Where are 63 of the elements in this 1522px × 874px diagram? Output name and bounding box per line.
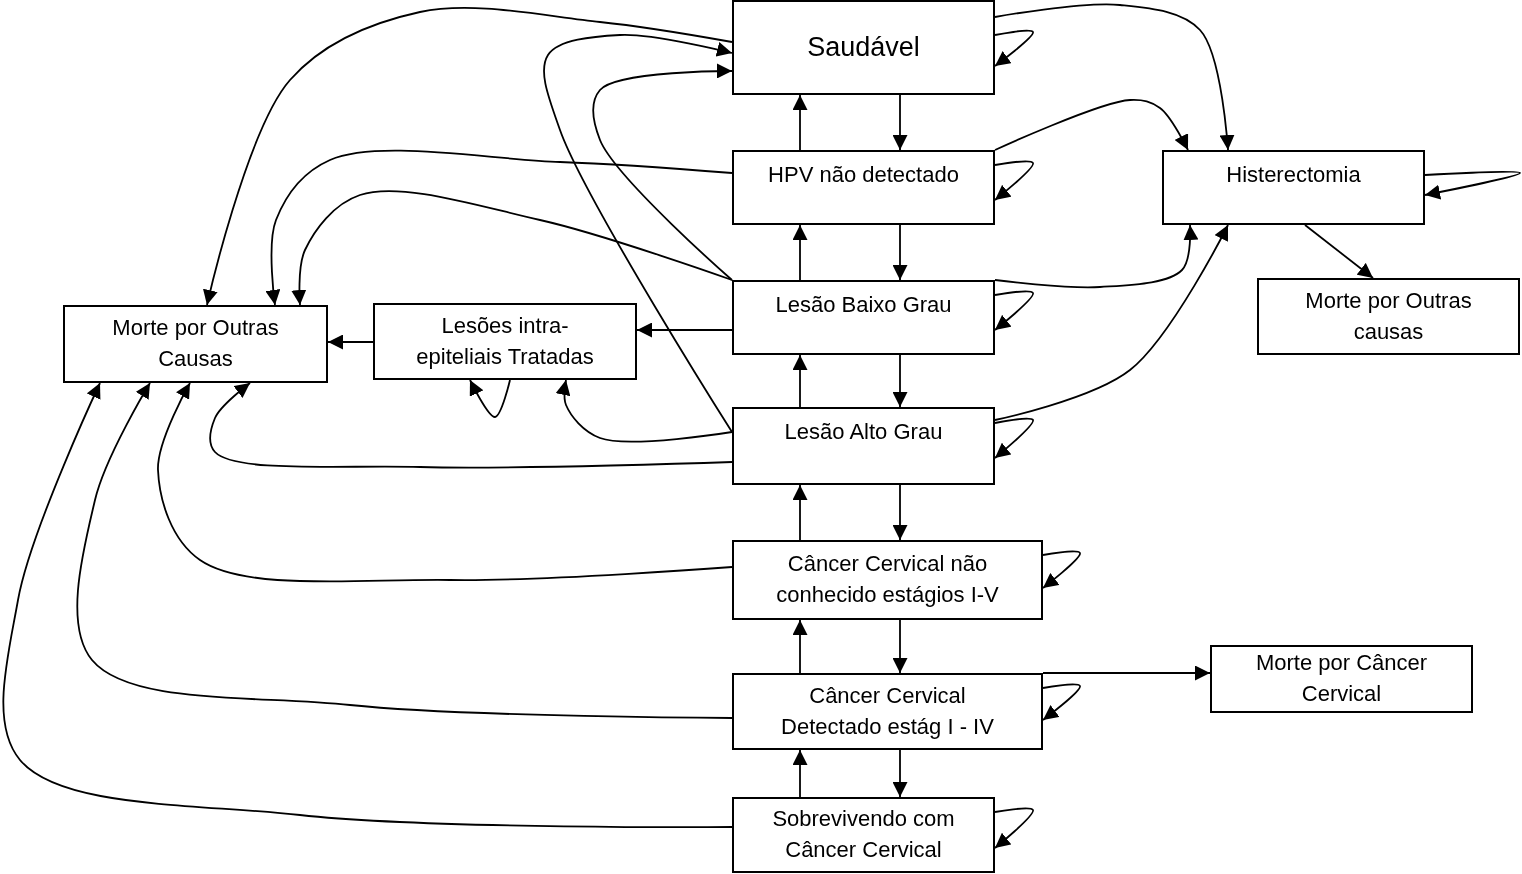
state-label: HPV não detectado bbox=[768, 161, 959, 189]
state-box bbox=[1210, 645, 1473, 713]
state-box bbox=[732, 280, 995, 355]
state-box bbox=[732, 407, 995, 485]
state-label: Morte por Câncer Cervical bbox=[1254, 649, 1429, 708]
state-box bbox=[732, 150, 995, 225]
arrow bbox=[994, 417, 1034, 459]
state-box bbox=[63, 305, 328, 383]
arrow bbox=[203, 6, 733, 306]
arrow bbox=[994, 807, 1034, 849]
state-box bbox=[373, 303, 637, 380]
arrow bbox=[892, 749, 908, 798]
arrow bbox=[2, 382, 733, 829]
arrow bbox=[636, 322, 733, 338]
arrow bbox=[792, 94, 808, 151]
state-label: Sobrevivendo com Câncer Cervical bbox=[771, 805, 956, 864]
arrow bbox=[994, 224, 1199, 289]
state-label: Câncer Cervical Detectado estág I - IV bbox=[780, 681, 995, 741]
arrow bbox=[792, 224, 808, 281]
arrow bbox=[592, 63, 733, 281]
arrow bbox=[555, 379, 733, 443]
arrow bbox=[892, 354, 908, 408]
arrow bbox=[892, 94, 908, 151]
arrow bbox=[1042, 550, 1081, 589]
arrow bbox=[994, 3, 1235, 151]
state-box bbox=[732, 0, 995, 95]
arrow bbox=[1042, 665, 1211, 681]
state-box bbox=[732, 673, 1043, 750]
state-label: Saudável bbox=[807, 30, 920, 64]
arrow bbox=[209, 382, 733, 469]
arrow bbox=[792, 619, 808, 674]
arrow bbox=[994, 99, 1189, 151]
arrow bbox=[994, 160, 1034, 201]
arrow bbox=[543, 34, 733, 433]
state-box bbox=[732, 540, 1043, 620]
arrow bbox=[469, 379, 511, 418]
arrow bbox=[994, 290, 1034, 331]
state-label: Lesões intra-epiteliais Tratadas bbox=[415, 311, 595, 371]
arrow bbox=[994, 29, 1034, 67]
arrow bbox=[265, 149, 733, 306]
state-label: Morte por Outras causas bbox=[1304, 286, 1473, 346]
arrow bbox=[792, 484, 808, 541]
arrow bbox=[792, 749, 808, 798]
state-box bbox=[1257, 278, 1520, 355]
state-label: Histerectomia bbox=[1226, 161, 1361, 189]
arrow bbox=[892, 484, 908, 541]
arrow bbox=[1424, 171, 1521, 200]
arrow bbox=[792, 354, 808, 408]
arrow bbox=[327, 334, 374, 350]
state-label: Lesão Baixo Grau bbox=[775, 291, 952, 319]
state-box bbox=[1162, 150, 1425, 225]
arrow bbox=[892, 224, 908, 281]
arrow bbox=[994, 224, 1229, 421]
arrow bbox=[291, 190, 733, 306]
arrow bbox=[76, 382, 733, 719]
arrow bbox=[1042, 683, 1081, 721]
arrow bbox=[892, 619, 908, 674]
arrow bbox=[1304, 224, 1374, 279]
state-box bbox=[732, 797, 995, 873]
state-label: Câncer Cervical não conhecido estágios I-V bbox=[775, 550, 1000, 609]
state-label: Morte por Outras Causas bbox=[111, 314, 280, 373]
arrow bbox=[157, 382, 733, 583]
state-label: Lesão Alto Grau bbox=[784, 418, 943, 446]
